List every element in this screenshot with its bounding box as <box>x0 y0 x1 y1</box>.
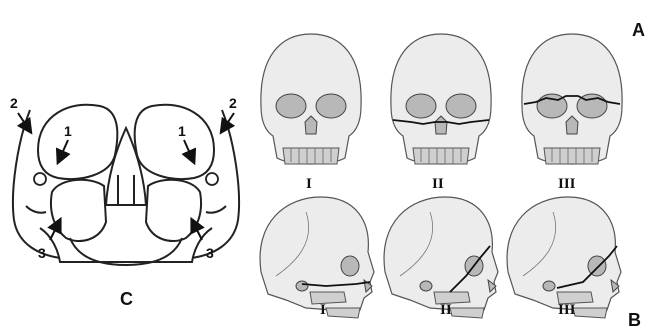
panel-letter-c: C <box>120 289 133 309</box>
frontal-skull-i <box>261 34 361 164</box>
label-left-1: 1 <box>64 123 72 139</box>
panel-letter-a: A <box>632 20 645 40</box>
label-right-2: 2 <box>229 95 237 111</box>
lateral-numeral-ii: II <box>440 302 452 318</box>
frontal-numeral-iii: III <box>558 176 576 192</box>
panel-c-diagram: 2 1 3 2 1 3 C <box>10 95 239 309</box>
lateral-skull-ii <box>384 197 498 318</box>
lateral-numeral-iii: III <box>558 302 576 318</box>
label-left-3: 3 <box>38 245 46 261</box>
lateral-numeral-i: I <box>320 302 326 318</box>
frontal-numeral-ii: II <box>432 176 444 192</box>
panel-letter-b: B <box>628 310 641 329</box>
label-left-2: 2 <box>10 95 18 111</box>
lateral-skull-i <box>260 197 374 318</box>
label-right-3: 3 <box>206 245 214 261</box>
frontal-skull-iii <box>522 34 622 164</box>
panel-a-frontal-skulls: I II III A <box>261 20 645 192</box>
panel-b-lateral-skulls: I II III B <box>260 197 641 329</box>
lateral-skull-iii <box>507 197 621 318</box>
frontal-skull-ii <box>391 34 491 164</box>
frontal-numeral-i: I <box>306 176 312 192</box>
label-right-1: 1 <box>178 123 186 139</box>
